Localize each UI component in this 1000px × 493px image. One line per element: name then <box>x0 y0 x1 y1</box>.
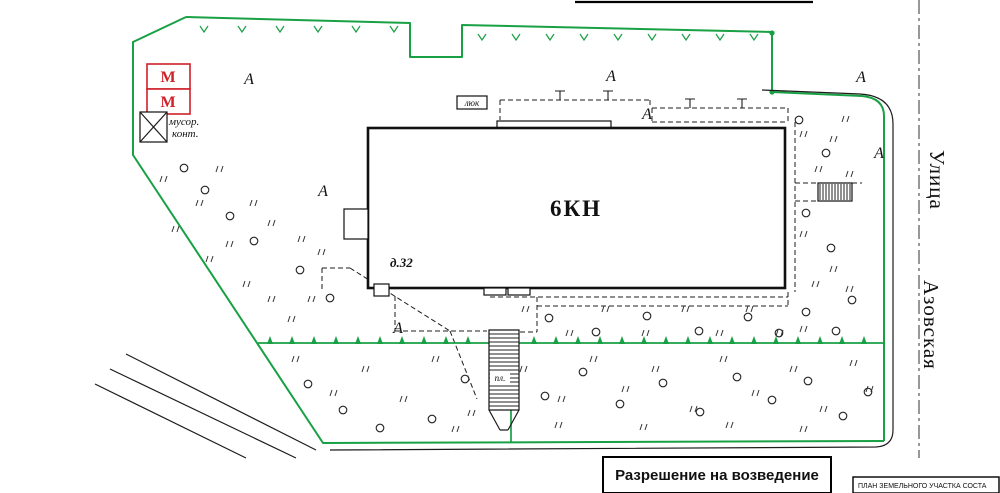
street-name-word1: Улица <box>925 150 949 210</box>
area-letter: А <box>605 68 616 85</box>
m-marker-letter-1: М <box>160 69 175 86</box>
stairs-lower-flare <box>488 409 520 431</box>
dashed-utility-lines <box>321 99 862 400</box>
tree-symbol <box>427 414 437 424</box>
permission-title: Разрешение на возведение <box>615 467 819 484</box>
trash-container-cross <box>139 111 168 143</box>
plan-caption-text: ПЛАН ЗЕМЕЛЬНОГО УЧАСТКА СОСТА <box>858 483 987 490</box>
vegetation-and-ticks-layer <box>159 25 874 433</box>
plot-boundary <box>185 16 773 58</box>
trash-label-line1: мусор. <box>168 116 199 128</box>
manhole-box <box>456 95 488 110</box>
building-porch-left <box>343 208 369 240</box>
tree-symbol <box>863 387 873 397</box>
trash-label-line2: конт. <box>172 128 199 140</box>
tree-symbol <box>642 311 652 321</box>
tree-symbol <box>694 326 704 336</box>
building-exit-right <box>507 287 531 296</box>
tree-symbol <box>540 391 550 401</box>
tree-symbol <box>847 295 857 305</box>
tree-symbol <box>179 163 189 173</box>
building-exit-left <box>483 287 507 296</box>
tree-symbol <box>578 367 588 377</box>
house-number-label: д.32 <box>390 255 413 270</box>
tree-symbol <box>803 376 813 386</box>
tree-symbol <box>295 265 305 275</box>
tree-symbol <box>695 407 705 417</box>
tree-symbol <box>375 423 385 433</box>
tree-symbol <box>821 148 831 158</box>
ramp-hatch <box>819 184 851 200</box>
tree-symbol <box>831 326 841 336</box>
tree-symbol <box>732 372 742 382</box>
plot-boundary-bottom-left <box>132 16 885 444</box>
area-letter: А <box>641 106 652 123</box>
area-letter: А <box>855 69 866 86</box>
plot-boundary-right <box>771 91 885 441</box>
road-edge-lines <box>94 353 317 459</box>
tree-symbol <box>338 405 348 415</box>
street-name-word2: Азовская <box>919 280 943 370</box>
m-marker-letter-2: М <box>160 94 175 111</box>
tree-symbol <box>801 208 811 218</box>
tree-symbol <box>225 211 235 221</box>
stairs-label-backplate <box>490 371 510 383</box>
tree-symbol <box>303 379 313 389</box>
area-letter: А <box>317 183 328 200</box>
building-outline <box>366 126 787 290</box>
area-letter: А <box>873 145 884 162</box>
tree-symbol <box>658 378 668 388</box>
tree-symbol <box>460 374 470 384</box>
grass-symbols <box>159 115 874 433</box>
outer-parcel-border <box>329 89 894 451</box>
tree-symbol <box>615 399 625 409</box>
building-annex-small <box>373 283 390 297</box>
tree-symbol <box>544 313 554 323</box>
tree-symbol <box>767 395 777 405</box>
tree-symbol <box>794 115 804 125</box>
tree-symbol <box>200 185 210 195</box>
permission-box <box>602 456 832 493</box>
tree-symbol <box>591 327 601 337</box>
area-letter: А <box>243 71 254 88</box>
boundary-tick-symbols <box>199 25 759 42</box>
tree-symbol <box>801 307 811 317</box>
plan-caption-box <box>852 476 1000 493</box>
m-marker-box-1 <box>146 63 191 90</box>
tree-symbol <box>325 293 335 303</box>
tree-symbol <box>838 411 848 421</box>
m-marker-box-2 <box>146 88 191 115</box>
building-label: 6КН <box>550 196 602 221</box>
boundary-node-dot <box>769 30 775 36</box>
tree-symbol <box>826 243 836 253</box>
tree-symbol <box>249 236 259 246</box>
stairs-label: пл. <box>495 373 506 383</box>
utility-marker-ticks <box>555 90 747 108</box>
tree-symbol <box>743 312 753 322</box>
area-letter: А <box>392 320 403 337</box>
ramp-hatch-lines <box>819 184 851 200</box>
manhole-label: люк <box>464 98 480 108</box>
